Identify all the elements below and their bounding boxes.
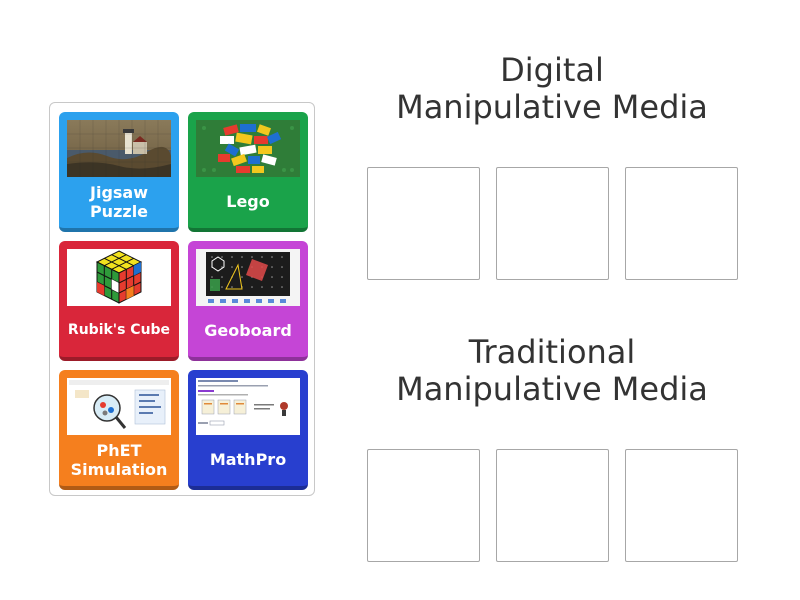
card-lego[interactable]: Lego	[188, 112, 308, 232]
card-label: Lego	[226, 192, 270, 211]
geoboard-image	[196, 249, 300, 306]
card-rubiks-cube[interactable]: Rubik's Cube	[59, 241, 179, 361]
drop-slot-traditional-3[interactable]	[625, 449, 738, 562]
group-title-line2: Manipulative Media	[396, 370, 708, 408]
group-title-digital: Digital Manipulative Media	[352, 52, 752, 126]
drop-slot-digital-2[interactable]	[496, 167, 609, 280]
lego-bricks-image	[196, 120, 300, 177]
card-label: Geoboard	[204, 321, 292, 340]
card-label: Jigsaw Puzzle	[89, 182, 149, 221]
mathpro-screenshot-image	[196, 378, 300, 435]
drop-slot-digital-1[interactable]	[367, 167, 480, 280]
group-title-line1: Traditional	[468, 333, 636, 371]
drop-slot-digital-3[interactable]	[625, 167, 738, 280]
card-label: Rubik's Cube	[67, 322, 171, 338]
card-jigsaw-puzzle[interactable]: Jigsaw Puzzle	[59, 112, 179, 232]
rubiks-cube-image	[67, 249, 171, 306]
card-geoboard[interactable]: Geoboard	[188, 241, 308, 361]
group-title-traditional: Traditional Manipulative Media	[352, 334, 752, 408]
group-title-line2: Manipulative Media	[396, 88, 708, 126]
phet-simulation-image	[67, 378, 171, 435]
jigsaw-puzzle-image	[67, 120, 171, 177]
drop-slot-traditional-2[interactable]	[496, 449, 609, 562]
card-mathpro[interactable]: MathPro	[188, 370, 308, 490]
card-label: MathPro	[209, 450, 287, 469]
group-title-line1: Digital	[500, 51, 604, 89]
card-tray: Jigsaw Puzzle	[49, 102, 315, 496]
card-phet-simulation[interactable]: PhET Simulation	[59, 370, 179, 490]
card-label: PhET Simulation	[70, 440, 168, 479]
drop-slot-traditional-1[interactable]	[367, 449, 480, 562]
